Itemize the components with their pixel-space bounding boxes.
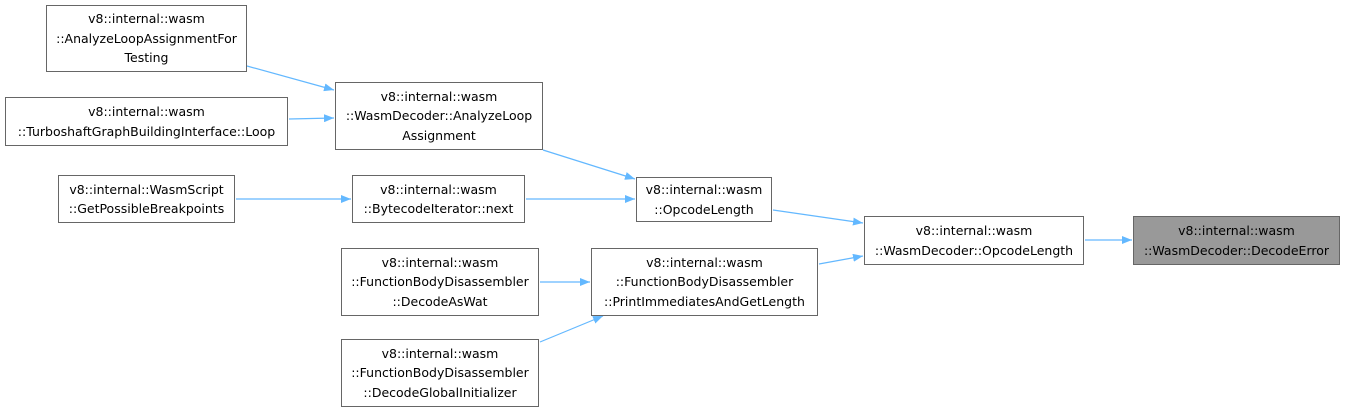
edge-turboshaft-loop-to-analyze-loop-assignment — [288, 114, 335, 123]
node-label-line: v8::internal::wasm — [381, 254, 499, 270]
node-turboshaft-loop[interactable]: v8::internal::wasm::TurboshaftGraphBuild… — [5, 97, 288, 146]
node-decode-error: v8::internal::wasm::WasmDecoder::DecodeE… — [1133, 216, 1340, 265]
node-label-line: ::FunctionBodyDisassembler — [351, 365, 529, 381]
node-bytecode-iterator-next[interactable]: v8::internal::wasm::BytecodeIterator::ne… — [352, 175, 525, 223]
node-get-possible-breakpoints[interactable]: v8::internal::WasmScript::GetPossibleBre… — [58, 175, 235, 223]
node-label-line: ::WasmDecoder::AnalyzeLoop — [345, 108, 533, 124]
node-label-line: ::GetPossibleBreakpoints — [68, 201, 225, 216]
edge-analyze-loop-assignment-to-opcode-length — [542, 149, 636, 180]
edge-analyze-loop-assignment-testing-to-analyze-loop-assignment — [246, 65, 335, 92]
node-label-line: ::PrintImmediatesAndGetLength — [604, 293, 805, 309]
node-label-line: ::DecodeAsWat — [392, 293, 488, 309]
node-label-line: ::DecodeGlobalInitializer — [363, 384, 517, 400]
node-label-line: ::OpcodeLength — [654, 201, 754, 217]
node-label-line: ::WasmDecoder::OpcodeLength — [874, 242, 1074, 258]
node-label-line: Testing — [124, 50, 169, 66]
edge-print-immediates-to-decoder-opcode-length — [818, 253, 864, 265]
node-print-immediates[interactable]: v8::internal::wasm::FunctionBodyDisassem… — [591, 248, 818, 316]
node-label-line: v8::internal::wasm — [380, 88, 498, 104]
node-label-line: v8::internal::wasm — [915, 223, 1033, 238]
node-analyze-loop-assignment[interactable]: v8::internal::wasm::WasmDecoder::Analyze… — [335, 82, 543, 150]
edge-decode-global-initializer-to-print-immediates — [539, 315, 604, 343]
node-label-line: v8::internal::wasm — [381, 345, 499, 361]
node-label-line: v8::internal::wasm — [88, 104, 205, 119]
node-label-line: ::FunctionBodyDisassembler — [351, 274, 529, 290]
node-label-line: ::FunctionBodyDisassembler — [615, 274, 794, 290]
node-label-line: Assignment — [402, 127, 476, 143]
node-opcode-length[interactable]: v8::internal::wasm::OpcodeLength — [636, 177, 772, 222]
node-label-line: ::TurboshaftGraphBuildingInterface::Loop — [17, 123, 276, 139]
node-label-line: v8::internal::WasmScript — [69, 181, 224, 197]
node-label-line: ::AnalyzeLoopAssignmentFor — [56, 30, 237, 46]
node-label-line: v8::internal::wasm — [1178, 223, 1295, 238]
node-label-line: ::WasmDecoder::DecodeError — [1143, 242, 1330, 258]
node-analyze-loop-assignment-testing[interactable]: v8::internal::wasm::AnalyzeLoopAssignmen… — [46, 5, 247, 72]
node-label-line: v8::internal::wasm — [88, 11, 205, 27]
edge-opcode-length-to-decoder-opcode-length — [772, 209, 864, 226]
node-label-line: v8::internal::wasm — [645, 182, 763, 197]
node-decoder-opcode-length[interactable]: v8::internal::wasm::WasmDecoder::OpcodeL… — [864, 216, 1084, 265]
node-decode-global-initializer[interactable]: v8::internal::wasm::FunctionBodyDisassem… — [341, 339, 539, 407]
node-decode-as-wat[interactable]: v8::internal::wasm::FunctionBodyDisassem… — [341, 248, 539, 316]
node-label-line: v8::internal::wasm — [380, 181, 497, 197]
node-label-line: v8::internal::wasm — [646, 254, 763, 270]
node-label-line: ::BytecodeIterator::next — [363, 201, 514, 216]
